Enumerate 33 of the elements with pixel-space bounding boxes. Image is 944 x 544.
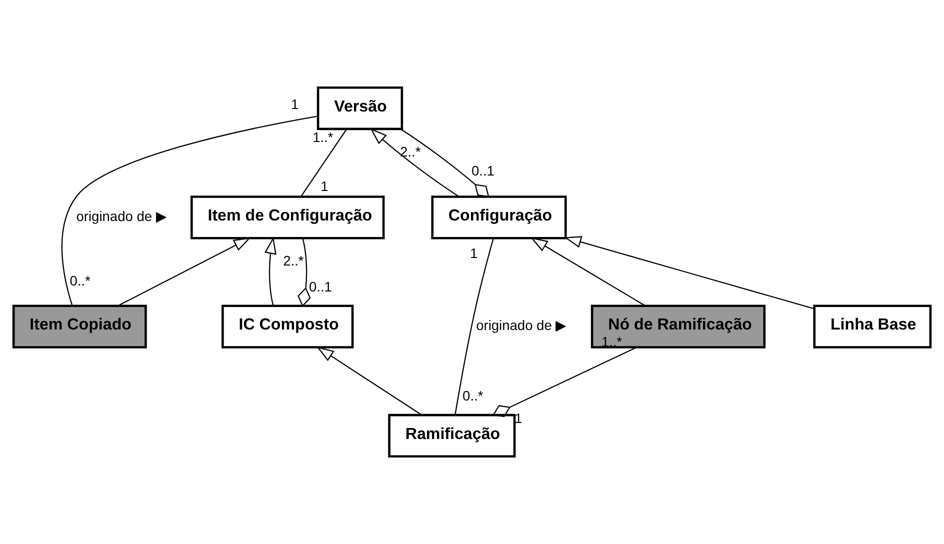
label: 1 bbox=[514, 410, 522, 426]
label: 1..* bbox=[312, 130, 334, 145]
label: 2..* bbox=[283, 253, 304, 268]
node-box: Item Copiado bbox=[12, 304, 147, 348]
node-box: Item de Configuração bbox=[190, 196, 385, 240]
label: 1 bbox=[291, 97, 299, 112]
connector bbox=[454, 238, 494, 415]
label: 1..* bbox=[601, 334, 622, 350]
label: 2..* bbox=[400, 144, 421, 160]
connector bbox=[492, 346, 637, 418]
label: 0..* bbox=[462, 388, 484, 404]
arrow bbox=[118, 237, 251, 306]
node-box: Configuração bbox=[431, 196, 567, 240]
arrow bbox=[530, 237, 646, 306]
arrow bbox=[370, 128, 460, 198]
node-box: Versão bbox=[316, 86, 404, 130]
arrow bbox=[564, 236, 814, 310]
label: 1 bbox=[470, 246, 478, 261]
label: 0..1 bbox=[309, 279, 332, 294]
edge-label: originado de ▶ bbox=[76, 208, 167, 224]
label: 0..* bbox=[70, 273, 90, 288]
node-box: Linha Base bbox=[813, 304, 932, 348]
node-box: Ramificação bbox=[388, 414, 516, 458]
arrow bbox=[316, 346, 422, 416]
connector bbox=[300, 128, 348, 197]
label: 0..1 bbox=[472, 164, 494, 179]
node-box: IC Composto bbox=[222, 304, 354, 348]
connector bbox=[298, 238, 311, 307]
edge-label: originado de ▶ bbox=[476, 318, 567, 334]
label: 1 bbox=[320, 179, 328, 194]
arrow bbox=[264, 236, 276, 306]
connector bbox=[400, 128, 490, 198]
connector bbox=[61, 116, 318, 306]
